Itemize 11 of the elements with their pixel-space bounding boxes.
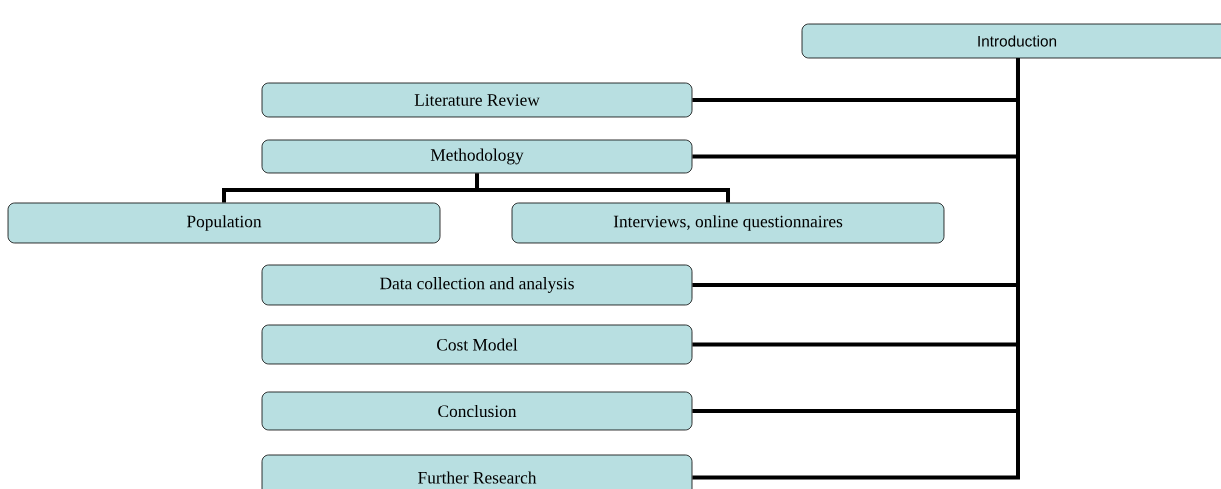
process-box: Introduction (801, 23, 1221, 59)
process-box: Cost Model (261, 324, 693, 365)
connector-line (475, 173, 730, 203)
process-box: Interviews, online questionnaires (511, 202, 945, 244)
process-box: Literature Review (261, 82, 693, 118)
process-box: Population (7, 202, 441, 244)
connector-line (692, 58, 1020, 480)
process-box: Methodology (261, 139, 693, 174)
process-box: Conclusion (261, 391, 693, 431)
process-box: Data collection and analysis (261, 264, 693, 306)
process-box: Further Research (261, 454, 693, 489)
